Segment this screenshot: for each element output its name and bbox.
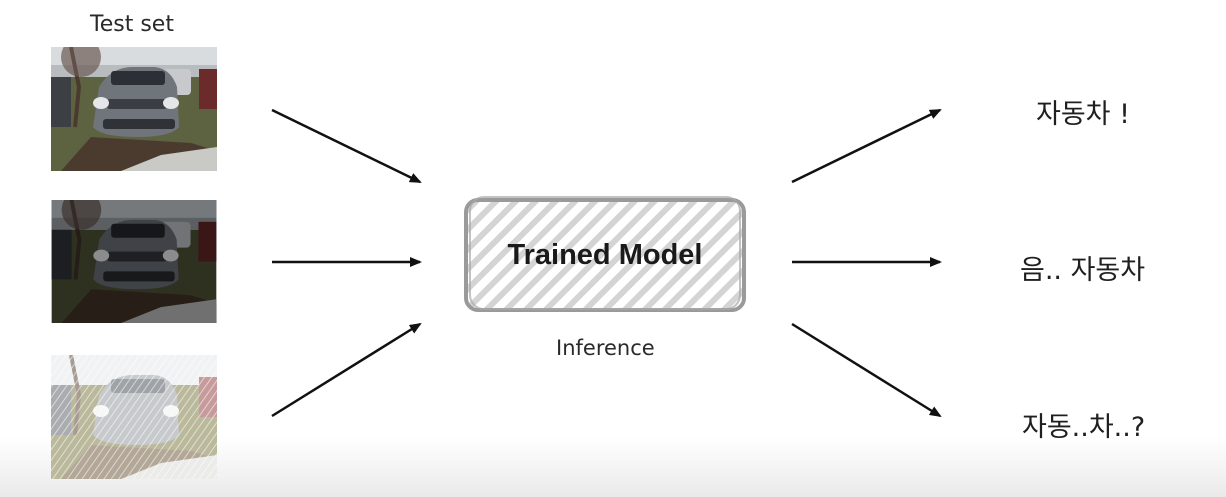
inference-label: Inference: [556, 336, 655, 360]
car-photo-clear-icon: [51, 47, 217, 171]
input-arrow-3: [271, 322, 422, 418]
test-set-label: Test set: [90, 12, 174, 37]
output-arrow-1: [791, 108, 942, 184]
test-image-noisy: [51, 355, 217, 479]
trained-model-label: Trained Model: [507, 238, 703, 271]
output-label-1: 자동차 !: [1036, 99, 1130, 130]
output-arrow-3: [791, 322, 942, 418]
output-label-2: 음.. 자동차: [1020, 255, 1146, 286]
output-label-3: 자동..차..?: [1022, 412, 1146, 443]
input-arrow-1: [271, 108, 422, 184]
test-image-clear: [51, 47, 217, 171]
test-image-dark: [51, 200, 217, 323]
car-photo-noisy-icon: [51, 355, 217, 479]
car-photo-dark-icon: [51, 200, 217, 323]
